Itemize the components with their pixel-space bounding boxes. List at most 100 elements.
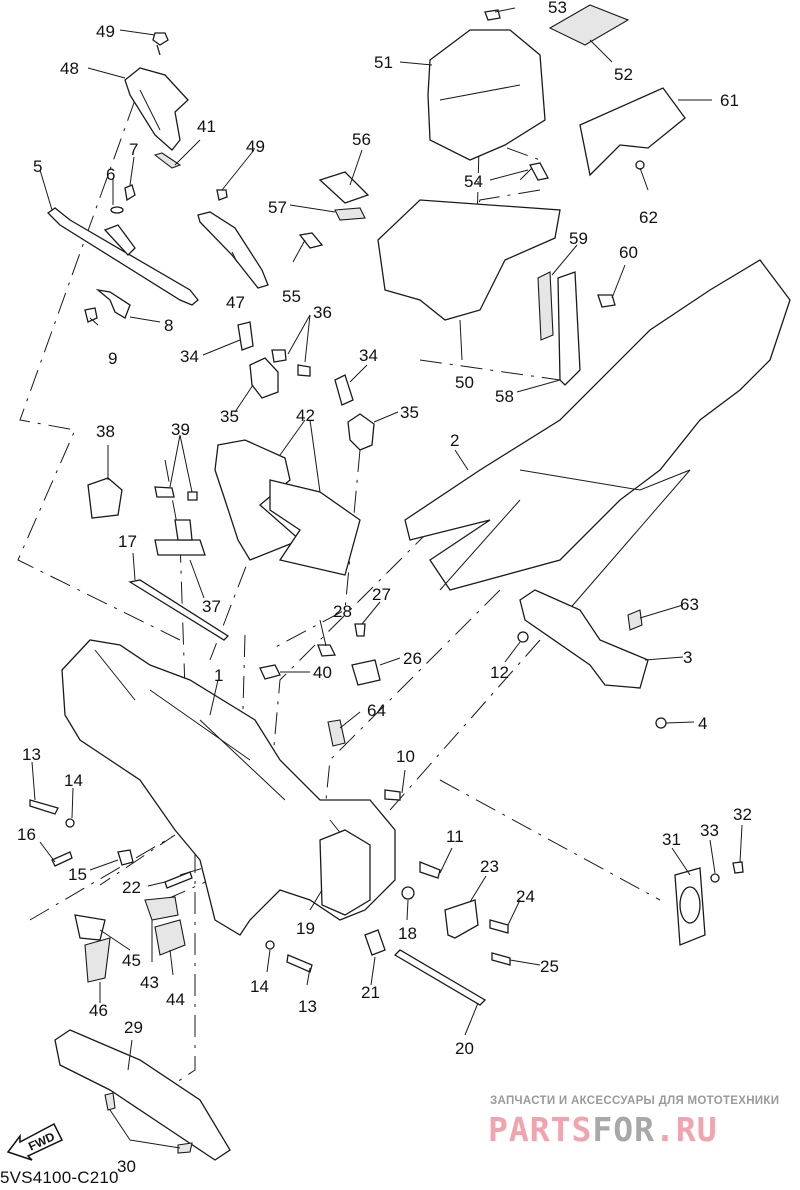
callout-leaders <box>31 7 743 1149</box>
part-64-pad[interactable] <box>327 719 346 747</box>
callout-35: 35 <box>220 407 239 426</box>
part-26-bracket[interactable] <box>351 659 381 686</box>
callout-45: 45 <box>122 951 141 970</box>
part-5-stay[interactable] <box>46 207 199 306</box>
part-1-main-frame[interactable] <box>61 639 396 936</box>
part-19-bracket[interactable] <box>319 829 371 916</box>
callout-20: 20 <box>455 1039 474 1058</box>
callout-4: 4 <box>698 714 707 733</box>
part-8-bracket[interactable] <box>95 288 131 319</box>
part-3-bracket[interactable] <box>519 589 649 689</box>
part-41-pad[interactable] <box>153 152 182 169</box>
part-37-relay[interactable] <box>154 519 206 556</box>
part-63-pad[interactable] <box>627 609 643 631</box>
callout-58: 58 <box>495 387 514 406</box>
part-34-bracket-right[interactable] <box>334 374 354 406</box>
part-43-pad[interactable] <box>144 896 179 921</box>
part-56-holder[interactable] <box>318 171 370 204</box>
part-32-screw[interactable] <box>732 861 744 874</box>
part-45-pad[interactable] <box>74 914 106 941</box>
part-42-covers[interactable] <box>214 439 361 576</box>
part-40-grommet[interactable] <box>259 664 281 680</box>
part-36-bolts[interactable] <box>271 349 311 377</box>
part-18-nut[interactable] <box>401 886 415 900</box>
callout-38: 38 <box>96 422 115 441</box>
part-24-bolt[interactable] <box>489 919 509 934</box>
part-52-pad[interactable] <box>548 4 630 46</box>
callout-19: 19 <box>296 919 315 938</box>
part-11-bolt[interactable] <box>419 861 441 879</box>
part-39-bolts[interactable] <box>154 486 198 501</box>
callout-7: 7 <box>129 140 138 159</box>
callout-61: 61 <box>720 91 739 110</box>
part-33-washer[interactable] <box>710 873 720 883</box>
part-14-washer-right[interactable] <box>265 940 275 950</box>
part-10-bolt[interactable] <box>384 789 401 801</box>
callout-49: 49 <box>96 22 115 41</box>
callout-28: 28 <box>333 602 352 621</box>
callout-29: 29 <box>124 1018 143 1037</box>
callout-17: 17 <box>118 532 137 551</box>
fwd-arrow-icon: FWD <box>6 1122 64 1161</box>
callout-24: 24 <box>516 887 535 906</box>
callout-34: 34 <box>180 347 199 366</box>
part-29-cover[interactable] <box>54 1029 231 1161</box>
part-16-bolt[interactable] <box>51 851 73 867</box>
part-47-stay[interactable] <box>197 211 269 289</box>
part-21-collar[interactable] <box>364 929 386 956</box>
part-44-pad[interactable] <box>154 919 186 956</box>
callout-55: 55 <box>282 287 301 306</box>
part-6-washer[interactable] <box>110 206 124 214</box>
part-35-damper-right[interactable] <box>347 413 375 451</box>
part-34-bracket-left[interactable] <box>237 321 254 351</box>
callout-23: 23 <box>480 857 499 876</box>
part-46-pad[interactable] <box>84 937 111 983</box>
part-13-bolt-right[interactable] <box>286 954 313 973</box>
part-50-battery-band[interactable] <box>377 199 561 321</box>
part-9-bolt[interactable] <box>84 307 98 323</box>
part-7-bolt[interactable] <box>124 184 136 202</box>
part-28-bolt[interactable] <box>317 644 337 657</box>
callout-12: 12 <box>490 663 509 682</box>
part-25-bolt[interactable] <box>491 952 511 966</box>
callout-9: 9 <box>108 349 117 368</box>
part-49-bolt-mid[interactable] <box>216 189 228 201</box>
part-48-upper-stay[interactable] <box>124 67 189 151</box>
callout-labels: 49 48 41 7 6 5 8 9 49 47 56 57 55 51 53 … <box>17 0 752 1176</box>
part-20-through-bolt[interactable] <box>393 949 487 1006</box>
part-12-nut[interactable] <box>517 631 529 643</box>
part-60-bolt[interactable] <box>597 294 616 308</box>
part-62-screw[interactable] <box>635 160 645 170</box>
part-31-cap[interactable] <box>674 867 706 946</box>
callout-10: 10 <box>396 747 415 766</box>
part-30-pads[interactable] <box>104 1092 193 1154</box>
callout-35: 35 <box>400 403 419 422</box>
callout-18: 18 <box>398 924 417 943</box>
part-59-pad[interactable] <box>537 271 554 341</box>
callout-16: 16 <box>17 825 36 844</box>
part-55-bolt[interactable] <box>298 232 324 249</box>
part-13-bolt-left[interactable] <box>29 799 59 815</box>
part-35-damper-left[interactable] <box>249 357 279 399</box>
callout-57: 57 <box>268 198 287 217</box>
part-2-rear-frame[interactable] <box>404 259 791 621</box>
part-27-screw[interactable] <box>354 623 366 637</box>
part-23-plate[interactable] <box>444 899 479 939</box>
part-58-stay[interactable] <box>557 271 581 386</box>
part-51-battery-box[interactable] <box>427 29 546 161</box>
part-38-bracket[interactable] <box>87 477 123 519</box>
part-4-bolt[interactable] <box>655 717 667 729</box>
part-53-bolt[interactable] <box>484 9 501 21</box>
part-54-bolt[interactable] <box>529 162 549 181</box>
part-22-bolt[interactable] <box>164 871 193 889</box>
part-61-cover[interactable] <box>579 87 686 177</box>
part-17-bolt[interactable] <box>128 579 230 641</box>
part-15-collar[interactable] <box>117 849 134 866</box>
callout-5: 5 <box>33 157 42 176</box>
part-57-pad[interactable] <box>334 207 366 221</box>
part-14-washer-left[interactable] <box>65 818 75 828</box>
forward-direction-badge: FWD <box>6 1118 66 1162</box>
part-49-bolt-top[interactable] <box>152 32 169 56</box>
callout-13: 13 <box>22 745 41 764</box>
callout-14: 14 <box>250 977 269 996</box>
